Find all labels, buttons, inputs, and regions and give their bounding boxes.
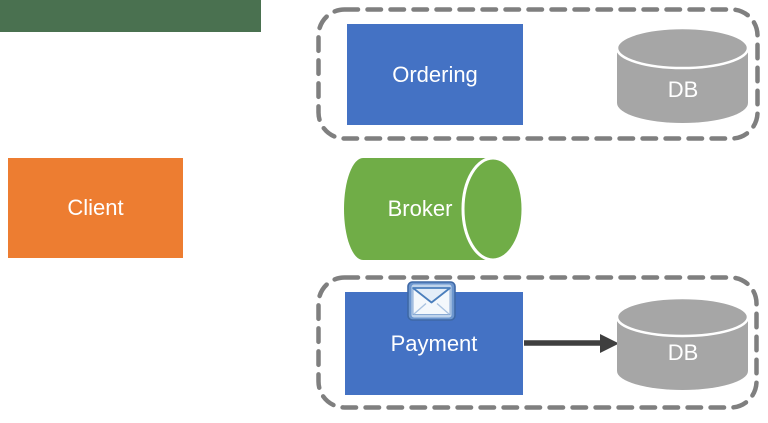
- payment-db-label: DB: [668, 340, 699, 365]
- payment-boundary: [316, 275, 759, 410]
- top-accent-bar: [0, 0, 261, 32]
- client-node: Client: [8, 158, 183, 258]
- ordering-db-cylinder: DB: [615, 26, 750, 123]
- ordering-db-label: DB: [668, 77, 699, 102]
- payment-node: Payment: [345, 292, 523, 395]
- payment-db-cylinder: DB: [615, 296, 750, 390]
- payment-label: Payment: [390, 330, 478, 356]
- envelope-icon: [407, 281, 456, 321]
- broker-label: Broker: [388, 196, 453, 221]
- ordering-node: Ordering: [347, 24, 523, 125]
- payment-to-db-arrow: [524, 334, 619, 353]
- ordering-label: Ordering: [392, 61, 478, 87]
- ordering-boundary: [316, 7, 760, 141]
- broker-cylinder: Broker: [344, 156, 525, 262]
- client-label: Client: [67, 195, 124, 220]
